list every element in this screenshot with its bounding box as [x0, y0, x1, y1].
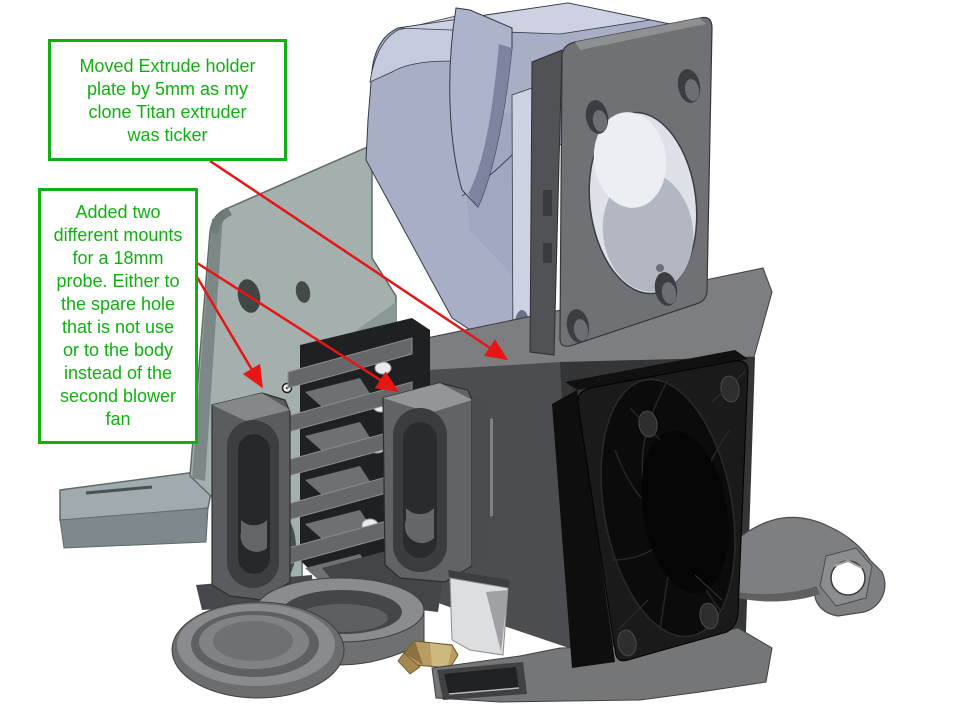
- fan-corner-webs: [617, 371, 746, 631]
- extruder-holder-plate: [365, 2, 681, 359]
- motor-screw-holes: [566, 69, 701, 343]
- motor-bore-hole: [588, 111, 698, 295]
- cooling-ring-flat: [171, 601, 345, 699]
- leader-arrows: [195, 159, 509, 393]
- leader-arrow-body-mount: [196, 261, 400, 393]
- filament-guide-hook: [449, 7, 513, 208]
- leader-arrow-spare-hole: [195, 276, 263, 389]
- probe-mount-body: [382, 382, 493, 583]
- fan-duct: [431, 627, 773, 703]
- motor-mount-plate: [529, 16, 713, 356]
- blower-fan: [552, 350, 749, 668]
- leader-arrow-holder-plate: [209, 159, 509, 361]
- nozzle: [397, 640, 459, 675]
- fins: [287, 337, 413, 565]
- heater-block: [448, 570, 510, 656]
- fan-arm: [729, 516, 886, 617]
- fan-screw-holes: [617, 375, 740, 657]
- fan-hub: [641, 430, 729, 594]
